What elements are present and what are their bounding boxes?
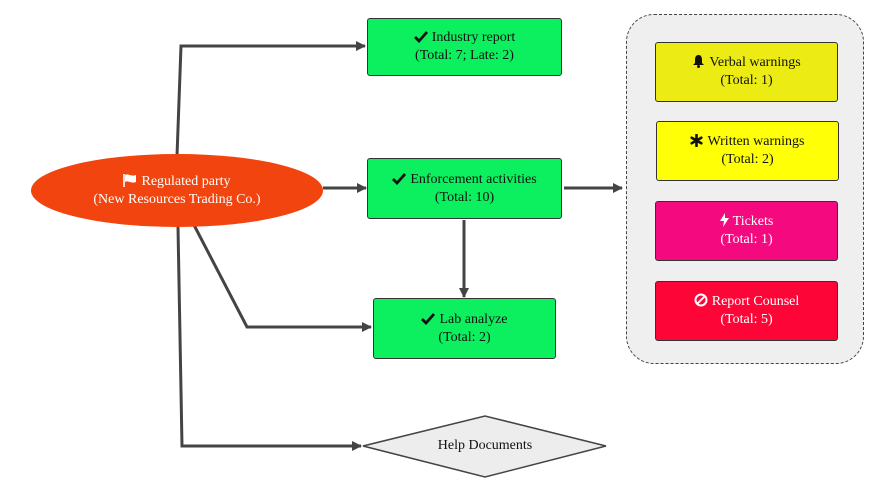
regulated-party-node[interactable]: Regulated party (New Resources Trading C… [31, 154, 323, 227]
report-counsel-sublabel: (Total: 5) [720, 312, 773, 327]
bell-icon [692, 54, 705, 72]
tickets-label: Tickets [732, 214, 774, 229]
check-icon [421, 311, 436, 329]
help-documents-label: Help Documents [437, 438, 533, 453]
verbal-warnings-node[interactable]: Verbal warnings (Total: 1) [655, 42, 838, 102]
industry-report-sublabel: (Total: 7; Late: 2) [415, 48, 514, 63]
tickets-node[interactable]: Tickets (Total: 1) [655, 201, 838, 261]
lab-analyze-sublabel: (Total: 2) [438, 329, 491, 345]
enforcement-activities-node[interactable]: Enforcement activities (Total: 10) [367, 158, 562, 219]
report-counsel-label: Report Counsel [711, 294, 800, 309]
regulated-party-label: Regulated party [141, 173, 231, 189]
verbal-warnings-sublabel: (Total: 1) [720, 73, 773, 88]
written-warnings-node[interactable]: Written warnings (Total: 2) [656, 121, 839, 181]
report-counsel-node[interactable]: Report Counsel (Total: 5) [655, 281, 838, 341]
help-documents-diamond [362, 415, 607, 478]
check-icon [413, 29, 428, 47]
regulated-party-sublabel: (New Resources Trading Co.) [93, 191, 261, 207]
asterisk-icon [690, 133, 704, 151]
edge-root-help [176, 226, 362, 451]
industry-report-label: Industry report [431, 30, 516, 45]
bolt-icon [719, 213, 729, 231]
help-documents-node[interactable]: Help Documents [385, 436, 585, 456]
ban-icon [694, 293, 708, 311]
edge-root-industry [175, 41, 366, 157]
lab-analyze-label: Lab analyze [439, 311, 508, 327]
lab-analyze-node[interactable]: Lab analyze (Total: 2) [373, 298, 556, 359]
check-icon [392, 171, 407, 189]
edge-root-lab [192, 224, 372, 332]
written-warnings-label: Written warnings [707, 134, 805, 149]
flag-icon [123, 173, 137, 191]
enforcement-activities-label: Enforcement activities [410, 171, 537, 187]
written-warnings-sublabel: (Total: 2) [721, 152, 774, 167]
verbal-warnings-label: Verbal warnings [709, 55, 801, 70]
enforcement-activities-sublabel: (Total: 10) [434, 189, 495, 205]
industry-report-node[interactable]: Industry report (Total: 7; Late: 2) [367, 18, 562, 76]
tickets-sublabel: (Total: 1) [720, 232, 773, 247]
